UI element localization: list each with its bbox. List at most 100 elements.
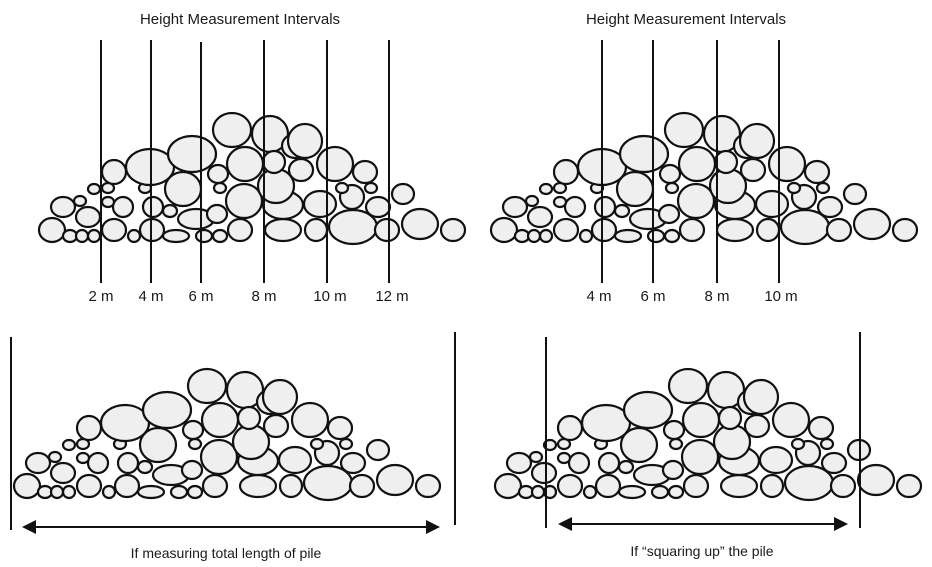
stone xyxy=(201,473,229,499)
stone xyxy=(815,181,831,195)
stone xyxy=(161,228,191,244)
stone xyxy=(829,473,857,499)
stone xyxy=(538,228,554,244)
stone xyxy=(676,182,716,220)
stone xyxy=(111,195,135,219)
stone xyxy=(75,414,103,442)
stone xyxy=(619,426,659,464)
interval-label: 4 m xyxy=(586,288,611,305)
stone xyxy=(126,228,142,244)
stone xyxy=(552,217,580,243)
stone xyxy=(852,207,892,241)
stone xyxy=(373,217,401,243)
stone xyxy=(578,228,594,244)
stone xyxy=(180,459,204,481)
stone xyxy=(663,111,705,149)
stone xyxy=(309,437,325,451)
stone xyxy=(743,413,771,439)
stone xyxy=(186,367,228,405)
stone xyxy=(348,473,376,499)
arrowhead-left xyxy=(558,517,572,531)
panel-title: Height Measurement Intervals xyxy=(586,11,786,28)
stone xyxy=(86,451,110,475)
stone xyxy=(101,484,117,500)
stone xyxy=(75,473,103,499)
stone xyxy=(166,134,218,174)
stone xyxy=(169,484,189,500)
panel-caption: If measuring total length of pile xyxy=(131,545,322,561)
stone xyxy=(677,145,717,183)
stone xyxy=(895,473,923,499)
stone xyxy=(842,182,868,206)
stone xyxy=(351,159,379,185)
stone xyxy=(390,182,416,206)
stone xyxy=(597,451,621,475)
stone xyxy=(825,217,853,243)
stone xyxy=(414,473,442,499)
stone xyxy=(816,195,844,219)
stone xyxy=(263,217,303,243)
stone xyxy=(315,145,355,183)
stone xyxy=(206,163,230,185)
stone xyxy=(138,426,178,464)
stone xyxy=(86,182,102,196)
stone xyxy=(290,401,330,439)
stone xyxy=(194,228,214,244)
stone xyxy=(538,182,554,196)
stone xyxy=(136,484,166,500)
stone xyxy=(226,217,254,243)
stone xyxy=(339,451,367,475)
stone xyxy=(375,463,415,497)
stone xyxy=(590,217,618,243)
stone xyxy=(708,167,748,205)
measurement-lines xyxy=(601,40,780,283)
length-arrow xyxy=(22,520,440,534)
stone xyxy=(261,149,287,175)
panel-squared-length: If “squaring up” the pile xyxy=(493,332,923,559)
stone-pile xyxy=(493,367,923,502)
stone xyxy=(365,438,391,462)
stone xyxy=(717,405,743,431)
stone xyxy=(891,217,919,243)
stone xyxy=(615,170,655,208)
stone xyxy=(100,158,128,186)
stone xyxy=(141,390,193,430)
stone xyxy=(74,205,102,229)
interval-label: 10 m xyxy=(764,288,797,305)
stone xyxy=(754,189,790,219)
stone xyxy=(400,207,440,241)
stone xyxy=(719,473,759,499)
stone xyxy=(238,473,278,499)
stone xyxy=(552,195,568,209)
stone xyxy=(37,216,67,244)
stone xyxy=(61,484,77,500)
stone xyxy=(528,450,544,464)
stone xyxy=(489,216,519,244)
stone xyxy=(277,445,313,475)
stone xyxy=(61,438,77,452)
stone xyxy=(278,473,304,499)
stone xyxy=(563,195,587,219)
stone xyxy=(163,170,203,208)
stone xyxy=(326,415,354,441)
stone xyxy=(100,217,128,243)
stone xyxy=(113,473,141,499)
stone xyxy=(199,438,239,476)
interval-label: 2 m xyxy=(88,288,113,305)
stone xyxy=(136,459,154,475)
interval-label: 8 m xyxy=(251,288,276,305)
interval-label: 8 m xyxy=(704,288,729,305)
panel-total-length: If measuring total length of pile xyxy=(10,332,456,561)
stone xyxy=(759,473,785,499)
stone xyxy=(211,111,253,149)
stone xyxy=(552,158,580,186)
stone xyxy=(49,461,77,485)
panel-height-intervals-squared: Height Measurement Intervals 4 m 6 m 8 m… xyxy=(489,11,919,305)
stone xyxy=(205,203,229,225)
stone xyxy=(658,163,682,185)
stone xyxy=(556,451,572,465)
stone xyxy=(613,203,631,219)
stone xyxy=(49,195,77,219)
stone xyxy=(141,195,165,219)
interval-label: 10 m xyxy=(313,288,346,305)
